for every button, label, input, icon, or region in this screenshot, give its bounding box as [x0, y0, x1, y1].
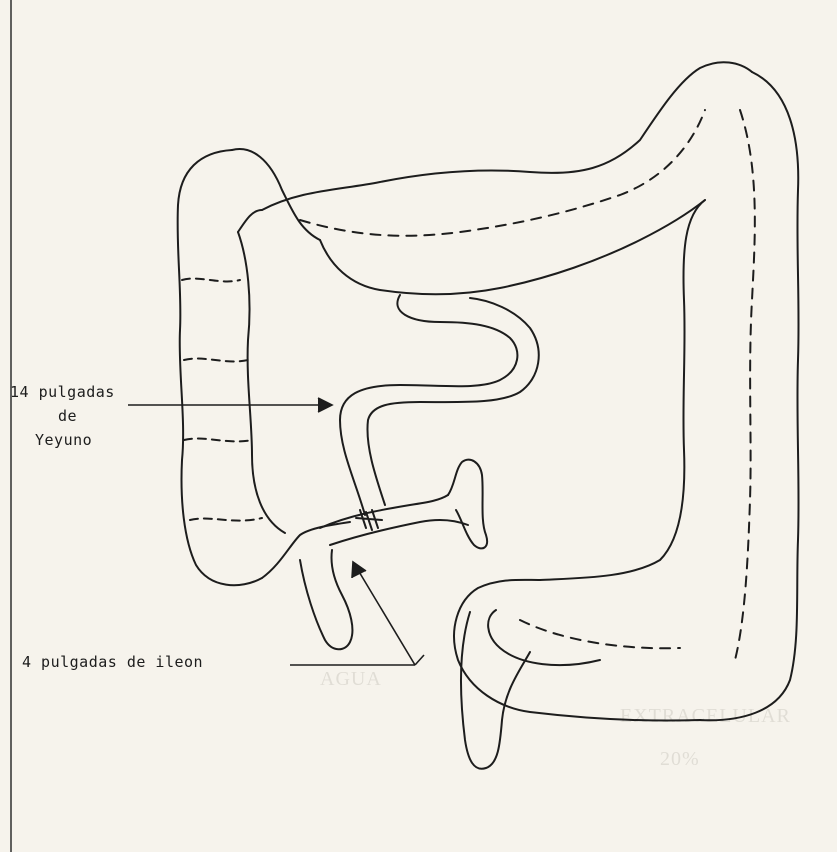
appendix-stump	[300, 550, 352, 649]
ascending-colon-inner	[238, 232, 285, 533]
jejunum-label-line2: de	[58, 406, 77, 426]
transverse-colon-upper	[262, 62, 752, 210]
jejunum-label-line3: Yeyuno	[35, 430, 92, 450]
jejunum-label-line1: 14 pulgadas	[10, 382, 115, 402]
jejunum-loop	[340, 295, 517, 515]
transverse-colon-lower	[320, 200, 705, 294]
sigmoid-colon-inner	[488, 610, 600, 665]
cecum-pouch	[262, 522, 350, 578]
jejunum-arrow-head	[318, 398, 332, 412]
rectum-stump	[461, 612, 530, 769]
descending-colon-inner	[540, 200, 705, 580]
descending-colon-outer	[700, 72, 799, 720]
ileum-label: 4 pulgadas de ileon	[22, 652, 203, 672]
sigmoid-colon-outer	[454, 580, 700, 721]
ileum-arrow-diagonal	[355, 565, 415, 665]
ileum-arrow-head	[352, 562, 366, 578]
ileum-remnant	[448, 460, 487, 549]
